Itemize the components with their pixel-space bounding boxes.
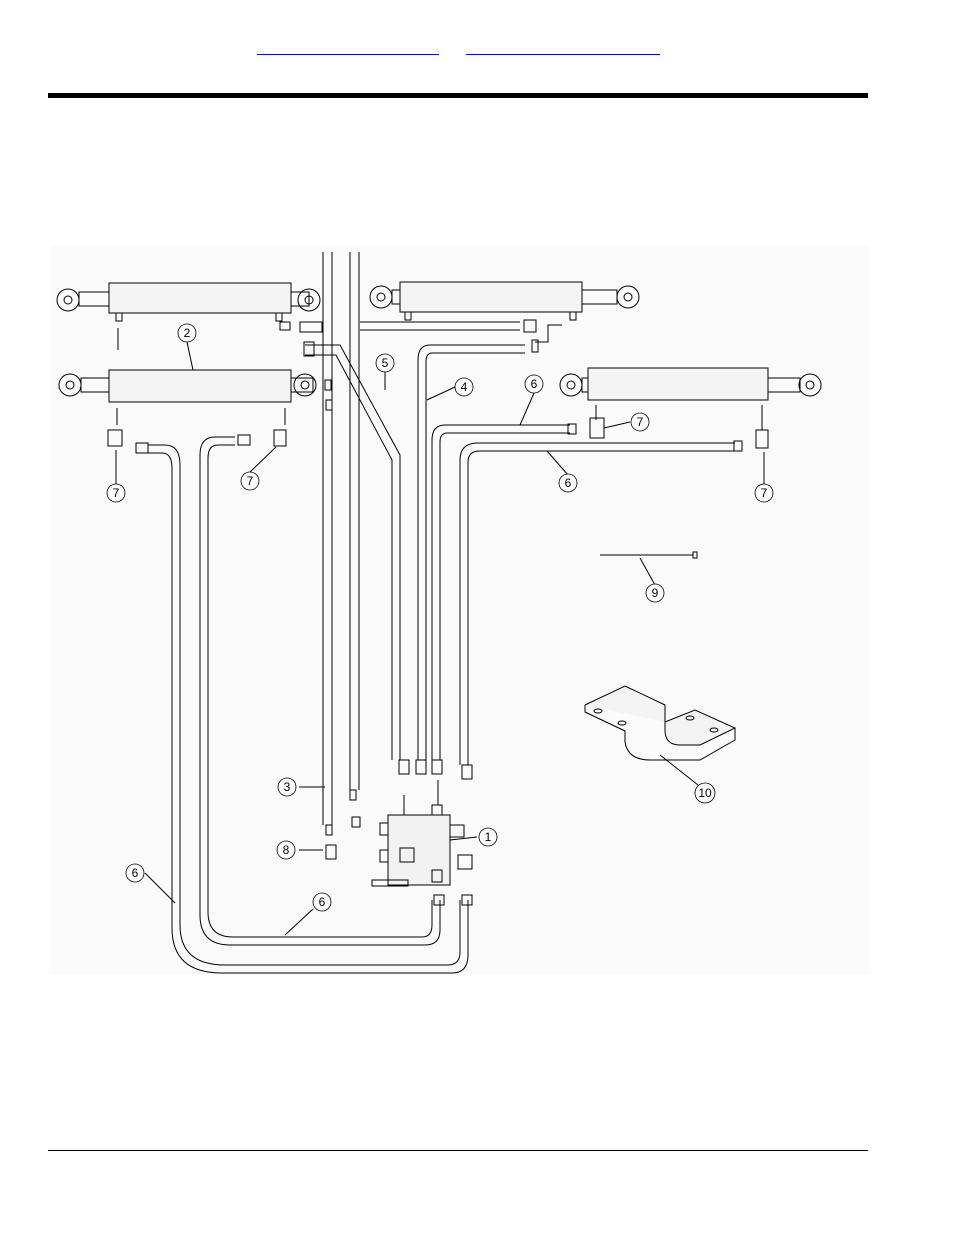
callout-6-right: 6 (565, 476, 572, 490)
callout-7-left: 7 (113, 486, 120, 500)
footer-rule (48, 1150, 868, 1151)
callout-9: 9 (652, 586, 659, 600)
callout-6-lower: 6 (319, 895, 326, 909)
callout-7-far-right: 7 (761, 486, 768, 500)
callout-7-left-inner: 7 (247, 474, 254, 488)
callout-10: 10 (698, 786, 712, 800)
callout-4: 4 (461, 380, 468, 394)
callout-5: 5 (382, 356, 389, 370)
callout-6-lower-left: 6 (132, 866, 139, 880)
callout-7-right-mid: 7 (637, 415, 644, 429)
callout-8: 8 (283, 843, 290, 857)
callout-3: 3 (284, 780, 291, 794)
callout-2: 2 (184, 326, 191, 340)
callout-6-upper: 6 (531, 377, 538, 391)
callout-1: 1 (485, 830, 492, 844)
